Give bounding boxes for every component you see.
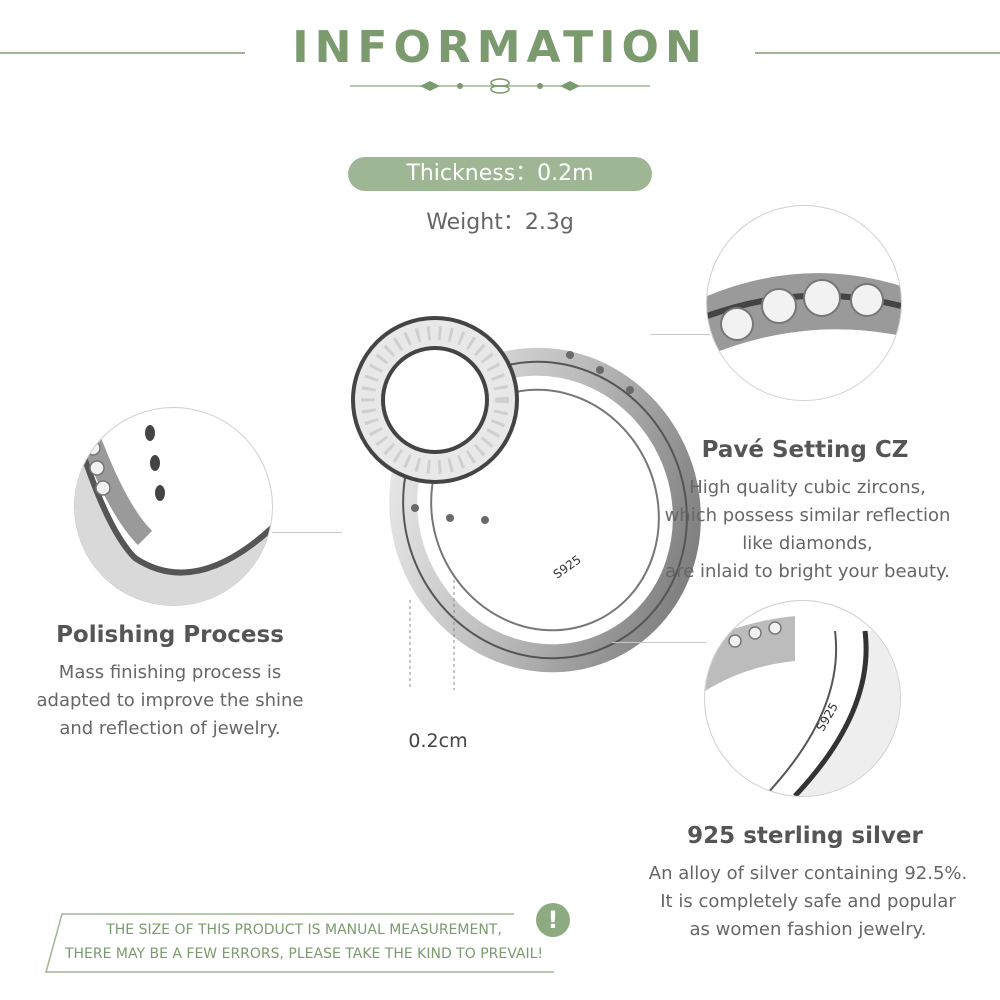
polishing-line: Mass finishing process is	[58, 662, 282, 683]
weight-label: Weight：2.3g	[426, 210, 574, 235]
pave-leader-line	[650, 334, 710, 335]
polishing-description: Mass finishing process is adapted to imp…	[20, 659, 320, 743]
notice-line: THE SIZE OF THIS PRODUCT IS MANUAL MEASU…	[106, 922, 502, 938]
ring-main-image	[351, 316, 701, 690]
pave-title: Pavé Setting CZ	[701, 437, 909, 463]
pave-description: High quality cubic zircons, which posses…	[640, 474, 975, 586]
header-left-rule	[0, 52, 245, 54]
silver-description: An alloy of silver containing 92.5%. It …	[636, 860, 980, 944]
pave-detail-image	[707, 273, 901, 400]
silver-detail-image	[705, 616, 900, 796]
silver-line: An alloy of silver containing 92.5%.	[648, 863, 968, 884]
title-ornament	[350, 78, 650, 94]
notice-line: THERE MAY BE A FEW ERRORS, PLEASE TAKE T…	[64, 946, 544, 962]
page-title: INFORMATION	[292, 22, 708, 73]
polishing-leader-line	[272, 532, 342, 533]
polishing-detail-circle	[74, 407, 273, 606]
header-right-rule	[755, 52, 1000, 54]
silver-title: 925 sterling silver	[687, 823, 923, 849]
exclamation-icon: !	[536, 903, 570, 937]
polishing-title: Polishing Process	[56, 622, 284, 648]
polishing-line: adapted to improve the shine	[36, 690, 304, 711]
pave-line: like diamonds,	[742, 533, 873, 554]
notice-frame	[45, 913, 554, 973]
silver-leader-line	[612, 642, 706, 643]
pave-line: which possess similar reflection	[664, 505, 951, 526]
measurement-notice: THE SIZE OF THIS PRODUCT IS MANUAL MEASU…	[44, 918, 564, 966]
polishing-line: and reflection of jewelry.	[59, 718, 281, 739]
silver-line: as women fashion jewelry.	[689, 919, 927, 940]
pave-line: are inlaid to bright your beauty.	[665, 561, 950, 582]
dimension-label: 0.2cm	[408, 730, 468, 752]
thickness-badge: Thickness：0.2m	[348, 157, 652, 191]
silver-detail-circle	[704, 600, 901, 797]
pave-line: High quality cubic zircons,	[689, 477, 926, 498]
silver-line: It is completely safe and popular	[660, 891, 956, 912]
polishing-detail-image	[75, 419, 272, 605]
pave-detail-circle	[706, 205, 902, 401]
